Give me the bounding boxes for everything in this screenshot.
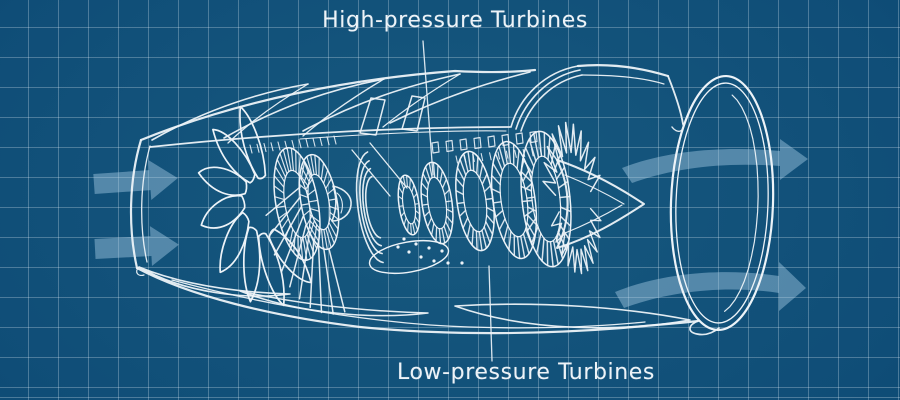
intake-flow-arrow-bottom bbox=[94, 226, 179, 267]
leader-line-high-pressure bbox=[422, 40, 434, 176]
rear-duct-ring bbox=[669, 74, 775, 332]
fan-blades bbox=[197, 105, 314, 307]
exhaust-flow-arrow-top bbox=[622, 139, 808, 183]
leader-line-low-pressure bbox=[488, 265, 493, 362]
engine-core-details bbox=[351, 95, 543, 275]
intake-flow-arrow-top bbox=[93, 160, 178, 201]
nacelle-cowling bbox=[129, 64, 720, 336]
leader-lines bbox=[422, 40, 493, 362]
compressor-turbine-stages bbox=[265, 121, 602, 315]
label-low-pressure-turbines: Low-pressure Turbines bbox=[397, 360, 655, 385]
exhaust-flow-arrow-bottom bbox=[615, 262, 806, 311]
label-high-pressure-turbines: High-pressure Turbines bbox=[322, 8, 588, 33]
airflow-arrows bbox=[93, 139, 808, 311]
exhaust-cone bbox=[556, 159, 645, 249]
